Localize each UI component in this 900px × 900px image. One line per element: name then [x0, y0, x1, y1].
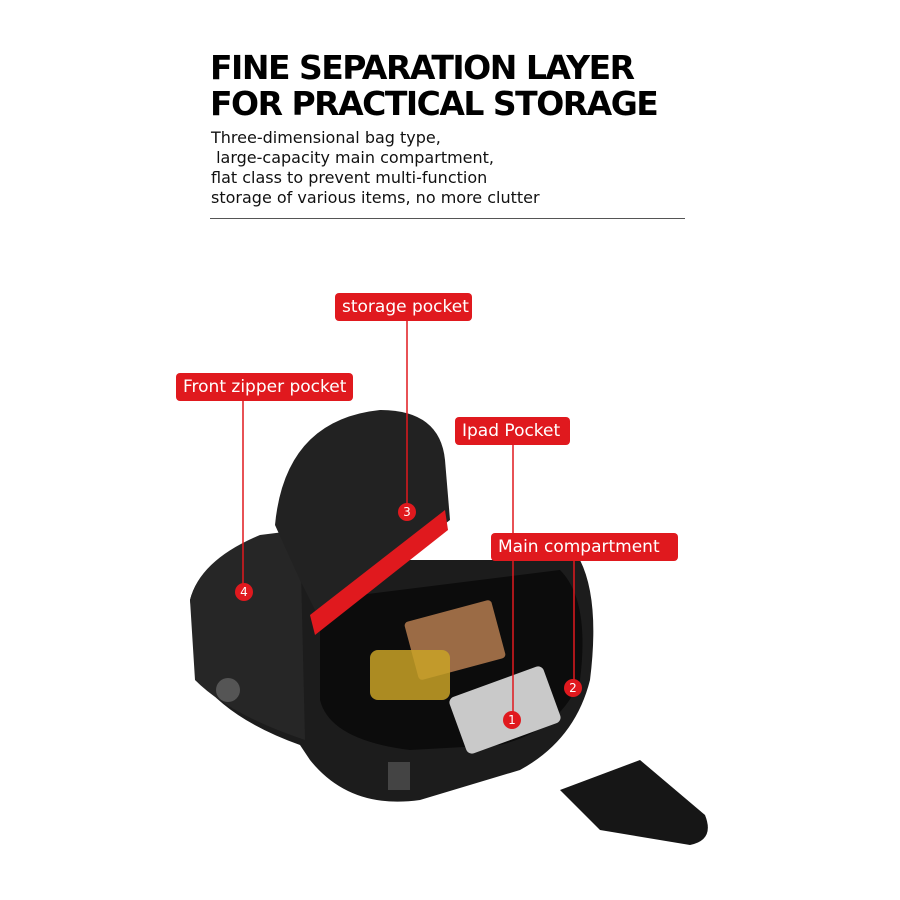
description: Three-dimensional bag type, large-capaci… — [211, 128, 540, 207]
page-title: FINE SEPARATION LAYER FOR PRACTICAL STOR… — [210, 48, 659, 123]
callout-front-zipper-pocket: Front zipper pocket — [176, 373, 353, 401]
phone — [449, 666, 561, 754]
callout-marker-3 — [398, 503, 416, 521]
callout-storage-pocket: storage pocket — [335, 293, 472, 321]
usb-port — [216, 678, 240, 702]
callout-number-3: 3 — [403, 505, 411, 519]
callout-marker-4 — [235, 583, 253, 601]
bag-strap — [560, 760, 708, 845]
callout-marker-1 — [503, 711, 521, 729]
callout-number-4: 4 — [240, 585, 248, 599]
front-pocket — [190, 530, 305, 740]
title-line-1: FINE SEPARATION LAYER — [210, 48, 635, 87]
callout-number-2: 2 — [569, 681, 577, 695]
title-line-2: FOR PRACTICAL STORAGE — [210, 84, 659, 123]
callout-number-1: 1 — [508, 713, 516, 727]
callout-marker-2 — [564, 679, 582, 697]
flap-red-trim — [310, 510, 448, 635]
sunglasses — [370, 650, 450, 700]
brand-patch — [388, 762, 410, 790]
divider — [210, 218, 685, 219]
callout-ipad-pocket: Ipad Pocket — [455, 417, 570, 445]
callout-main-compartment: Main compartment — [491, 533, 678, 561]
